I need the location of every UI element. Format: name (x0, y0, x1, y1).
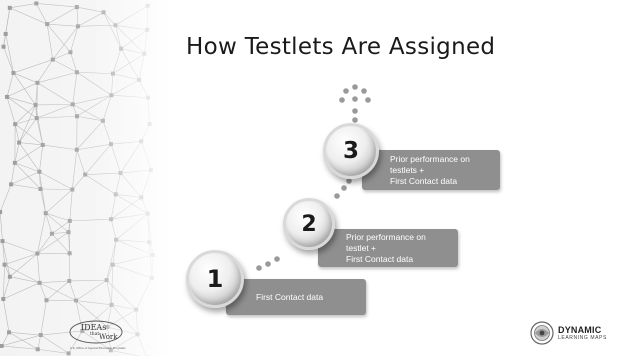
connector-dot (346, 178, 352, 184)
connector-dot (352, 84, 358, 90)
network-pattern-icon (0, 0, 170, 356)
dlm-logo: DYNAMIC LEARNING MAPS (530, 318, 622, 348)
step-3-description: Prior performance on testlets + First Co… (362, 150, 500, 190)
idea-logo-caption: U.S. Office of Special Education Program… (70, 346, 126, 350)
connector-dot (352, 117, 358, 123)
idea-logo-icon: IDEAs that Work U.S. Office of Special E… (69, 320, 126, 350)
connector-dot (341, 185, 347, 191)
connector-dot (334, 193, 340, 199)
idea-logo-line2: that (90, 331, 99, 337)
idea-logo-line3: Work (99, 333, 118, 341)
connector-dot (352, 108, 358, 114)
connector-dot (361, 88, 367, 94)
connector-dot (343, 88, 349, 94)
idea-logo-line1: IDEAs (81, 323, 106, 332)
dlm-logo-icon (530, 321, 554, 345)
step-2-description: Prior performance on testlet + First Con… (318, 229, 458, 267)
connector-dot (365, 97, 371, 103)
connector-dot (339, 97, 345, 103)
slide-title: How Testlets Are Assigned (186, 34, 496, 60)
connector-dot (256, 265, 262, 271)
dlm-subtitle: LEARNING MAPS (558, 334, 607, 341)
dlm-brand: DYNAMIC (558, 324, 602, 335)
step-3-circle: 3 (323, 123, 379, 179)
connector-dot (274, 256, 280, 262)
step-2-circle: 2 (283, 198, 335, 250)
step-1-description: First Contact data (226, 279, 366, 315)
connector-dot (265, 261, 271, 267)
step-1-circle: 1 (186, 250, 244, 308)
connector-dot (352, 96, 358, 102)
